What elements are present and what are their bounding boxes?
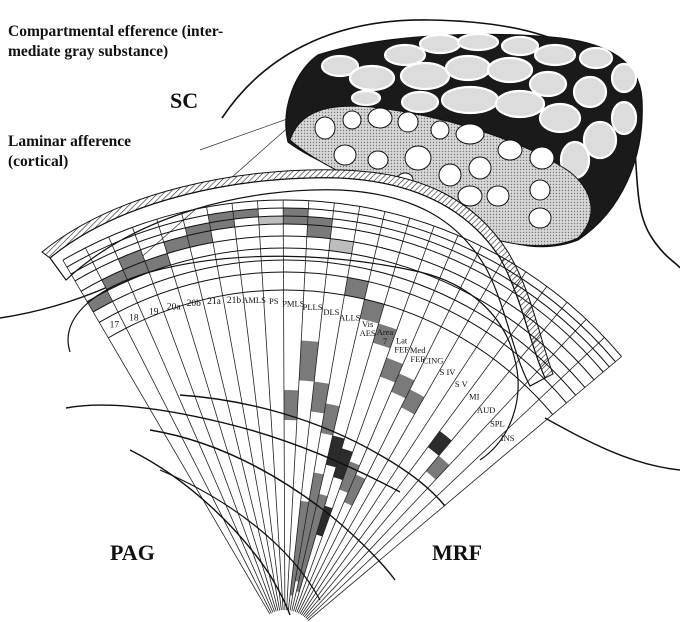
laminar-label-line1: Laminar afference (8, 133, 131, 150)
lamina-arc (62, 199, 622, 357)
brainstem-lower-outline (0, 285, 680, 471)
lamina-grid (62, 199, 622, 621)
lamina-radial-line (302, 286, 548, 617)
lamina-cell (232, 208, 259, 220)
lamina-cell (295, 472, 324, 582)
cortical-area-label: CING (423, 356, 444, 366)
lamina-radial-line (85, 247, 272, 614)
lamina-arc (108, 289, 554, 415)
lamina-cell (359, 299, 385, 324)
lamina-radial-line (306, 337, 605, 620)
lamina-arc (92, 259, 577, 396)
lamina-cell (290, 500, 309, 596)
lamina-radial-line (291, 211, 386, 611)
deep-layer-oval (67, 255, 519, 461)
lamina-cell (328, 238, 354, 254)
lamina-cell (427, 431, 452, 456)
lamina-cell (372, 323, 397, 349)
lamina-radial-line (289, 206, 361, 611)
deep-curve-2 (149, 429, 396, 581)
lamina-radial-line (303, 302, 568, 618)
lamina-radial-line (181, 212, 279, 611)
cortical-area-label: PLLS (303, 302, 323, 312)
laminar-fan (41, 169, 554, 387)
deep-curve-3 (179, 394, 446, 507)
lamina-arc (86, 247, 586, 388)
lamina-radial-line (305, 319, 587, 619)
lamina-arc (80, 235, 595, 381)
lamina-radial-line (286, 200, 310, 611)
cortical-area-label: MI (469, 392, 480, 402)
lamina-radial-line (299, 258, 505, 615)
lamina-cell (391, 373, 415, 399)
mrf-label: MRF (432, 540, 482, 565)
cortical-area-label: PS (269, 296, 279, 306)
cortical-area-label: S IV (440, 367, 457, 377)
compartmental-label-line1: Compartmental efference (inter- (8, 23, 223, 40)
lamina-radial-line (293, 217, 411, 612)
cortical-area-label: 21a (207, 297, 222, 307)
deep-curve-4 (129, 449, 291, 616)
lamina-cells (87, 208, 452, 596)
lamina-cell (299, 340, 319, 382)
lamina-cell (185, 222, 213, 248)
cortical-area-label: S V (455, 379, 469, 389)
lamina-cell (343, 474, 366, 506)
lamina-cell (344, 277, 369, 300)
cortical-area-label: 18 (129, 313, 139, 323)
lamina-radial-line (257, 200, 284, 611)
pag-label: PAG (110, 540, 155, 565)
cortical-area-label: 20b (187, 299, 202, 309)
cortical-area-label: ALLS (339, 312, 361, 322)
laminar-label-line2: (cortical) (8, 153, 68, 170)
lamina-radial-line (287, 202, 335, 611)
lamina-cell (283, 390, 299, 421)
lamina-arc (74, 223, 604, 373)
lamina-radial-line (307, 356, 622, 621)
lamina-cell (426, 455, 450, 480)
lamina-radial-line (206, 206, 281, 611)
deep-curve-1 (65, 404, 401, 493)
lamina-cell (306, 216, 333, 239)
cortical-area-label: SPL (490, 419, 505, 429)
lamina-cell (258, 216, 284, 225)
lamina-arc (66, 207, 616, 363)
cortical-area-label: AUD (477, 405, 495, 415)
cortical-area-label: PMLS (282, 299, 304, 309)
lamina-radial-line (132, 227, 275, 613)
cortical-area-label: INS (501, 433, 515, 443)
lamina-cell (144, 253, 171, 273)
sc-label: SC (170, 88, 198, 113)
lamina-radial-line (282, 200, 286, 611)
lamina-cell (87, 290, 113, 312)
lamina-cell (310, 381, 330, 414)
lamina-radial-line (108, 236, 274, 613)
lamina-radial-line (156, 219, 277, 612)
lamina-radial-line (301, 271, 527, 616)
cortical-area-label: 17 (110, 321, 120, 331)
compartmental-label-line2: mediate gray substance) (8, 43, 168, 60)
lamina-radial-line (298, 246, 482, 614)
lamina-cell (296, 493, 328, 593)
lamina-arc (70, 215, 610, 368)
compartment-block (285, 32, 643, 248)
lamina-radial-line (294, 225, 435, 612)
cortical-area-label: 21b (227, 296, 242, 306)
cortical-area-label: DLS (323, 307, 339, 317)
lamina-cell (101, 269, 128, 291)
cortical-area-label: AMLS (242, 295, 266, 305)
cortical-area-label: 19 (149, 307, 159, 317)
lamina-radial-line (62, 259, 271, 615)
lamina-cell (320, 403, 340, 436)
lamina-cell (379, 357, 403, 383)
deep-curve-5 (159, 469, 321, 601)
lamina-radial-line (296, 235, 459, 613)
cortical-area-label: 20a (167, 303, 182, 313)
